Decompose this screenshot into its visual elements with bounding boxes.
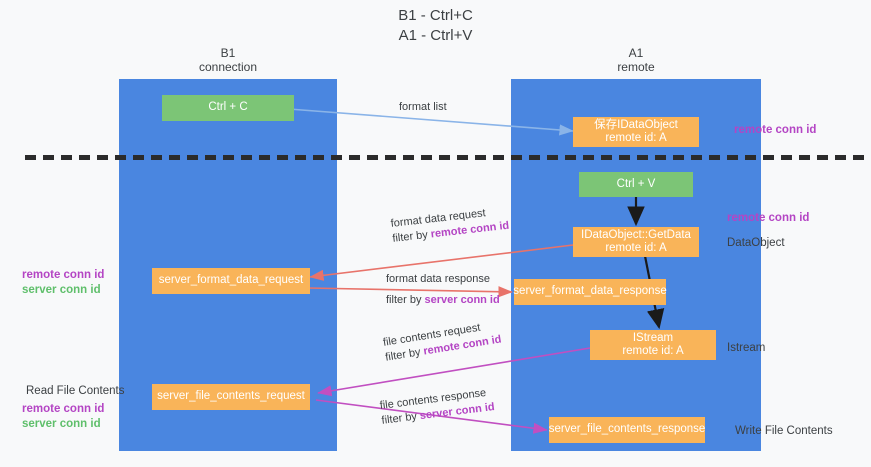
edge-label-format-data-response: format data response filter by server co…	[386, 272, 500, 308]
wire-file-contents-response	[315, 399, 548, 434]
edge-label-format-data-response-line1: format data response	[386, 273, 490, 285]
phase-separator-dashed-line	[25, 155, 870, 160]
wire-format-data-request	[309, 244, 574, 281]
title-line-1: B1 - Ctrl+C	[398, 7, 473, 24]
box-server-format-data-response-label: server_format_data_response	[513, 285, 667, 298]
column-header-b1: B1 connection	[119, 46, 337, 74]
wire-file-contents-request	[317, 347, 591, 397]
box-server-format-data-request-label: server_format_data_request	[158, 274, 304, 287]
annotation-server-conn-id-left-1: server conn id	[22, 284, 101, 296]
edge-label-format-data-response-accent: server conn id	[424, 294, 500, 306]
edge-label-file-contents-response-prefix: filter by	[380, 410, 421, 427]
title-line-2: A1 - Ctrl+V	[398, 27, 473, 44]
box-server-format-data-request[interactable]: server_format_data_request	[152, 268, 310, 294]
wire-format-list	[275, 107, 574, 136]
edge-label-format-data-response-prefix: filter by	[386, 294, 425, 306]
box-server-file-contents-response-label: server_file_contents_response	[548, 423, 706, 436]
box-istream-line2: remote id: A	[622, 345, 684, 357]
box-server-file-contents-request-label: server_file_contents_request	[157, 390, 305, 403]
annotation-server-conn-id-left-2: server conn id	[22, 418, 101, 430]
box-server-format-data-response[interactable]: server_format_data_response	[513, 279, 667, 305]
annotation-istream: Istream	[727, 342, 766, 354]
box-server-file-contents-response[interactable]: server_file_contents_response	[549, 417, 705, 443]
diagram-title: B1 - Ctrl+C A1 - Ctrl+V	[0, 6, 871, 46]
annotation-remote-conn-id-left-2: remote conn id	[22, 403, 105, 415]
annotation-read-file-contents: Read File Contents	[26, 385, 125, 397]
annotation-write-file-contents: Write File Contents	[735, 425, 833, 437]
box-save-idataobject[interactable]: 保存IDataObject remote id: A	[573, 117, 699, 147]
box-idataobject-getdata-line2: remote id: A	[605, 242, 667, 254]
column-header-a1: A1 remote	[511, 46, 761, 74]
edge-label-format-data-request-prefix: filter by	[391, 228, 432, 245]
annotation-remote-conn-id-left-1: remote conn id	[22, 269, 105, 281]
box-save-idataobject-line1: 保存IDataObject	[594, 118, 678, 131]
edge-label-format-list: format list	[399, 100, 447, 115]
box-idataobject-getdata-line1: IDataObject::GetData	[581, 228, 691, 241]
annotation-dataobject: DataObject	[727, 237, 785, 249]
box-ctrl-c[interactable]: Ctrl + C	[162, 95, 294, 121]
box-server-file-contents-request[interactable]: server_file_contents_request	[152, 384, 310, 410]
edge-label-format-list-text: format list	[399, 101, 447, 113]
box-idataobject-getdata[interactable]: IDataObject::GetData remote id: A	[573, 227, 699, 257]
box-save-idataobject-line2: remote id: A	[605, 132, 667, 144]
column-header-b1-subtitle: connection	[198, 60, 258, 74]
wire-format-data-response	[307, 286, 513, 298]
box-istream-line1: IStream	[632, 331, 674, 344]
box-ctrl-v[interactable]: Ctrl + V	[579, 172, 693, 197]
column-header-b1-name: B1	[220, 46, 236, 60]
box-ctrl-c-label: Ctrl + C	[208, 101, 248, 114]
edge-label-format-data-response-line2: filter by server conn id	[386, 293, 500, 308]
box-istream[interactable]: IStream remote id: A	[590, 330, 716, 360]
annotation-remote-conn-id-mid: remote conn id	[727, 212, 810, 224]
annotation-remote-conn-id-top: remote conn id	[734, 124, 817, 136]
column-header-a1-name: A1	[628, 46, 644, 60]
column-header-a1-subtitle: remote	[617, 60, 655, 74]
box-ctrl-v-label: Ctrl + V	[616, 177, 656, 190]
